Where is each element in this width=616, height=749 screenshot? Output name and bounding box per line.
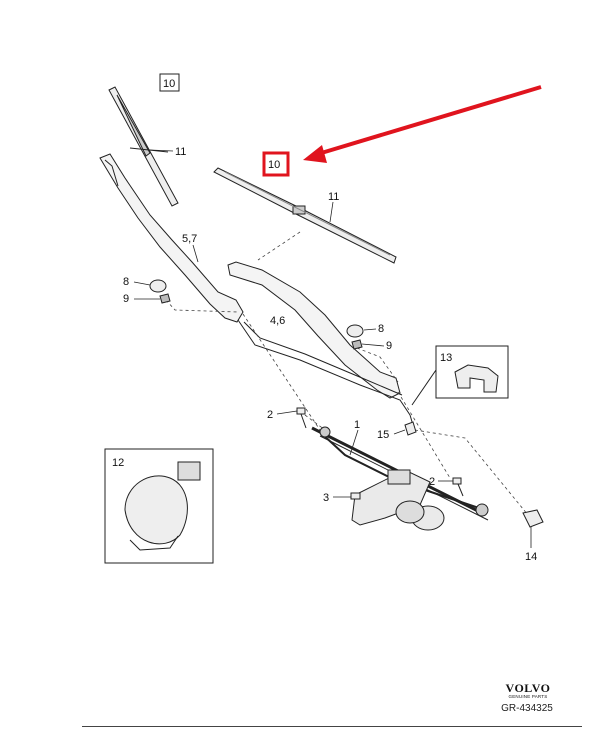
cap-8-left: [149, 279, 167, 293]
callout-box-10-highlight: [262, 151, 290, 177]
callout-8-right: 8: [378, 323, 384, 335]
bolt-2-right: [452, 477, 462, 485]
callout-15: 15: [377, 429, 389, 441]
callout-3: 3: [323, 492, 329, 504]
bolt-3: [350, 492, 361, 500]
diagram-reference: GR-434325: [501, 703, 553, 714]
callout-11-left: 11: [175, 146, 186, 158]
wiper-arm-left: [99, 153, 244, 323]
small-parts: [149, 279, 544, 528]
detail-box-13: [411, 345, 509, 406]
nut-9-left: [159, 293, 171, 304]
callout-10-top: 10: [163, 78, 175, 90]
callout-2-right: 2: [429, 476, 435, 488]
callout-11-center: 11: [328, 191, 339, 203]
volvo-logo: VOLVO: [505, 681, 551, 695]
callout-10-highlight: 10: [268, 159, 280, 171]
callout-box-10-top: [159, 73, 180, 92]
label-leaders: [133, 149, 532, 548]
highlight-arrow: [303, 85, 542, 163]
callout-9-left: 9: [123, 293, 129, 305]
connector-15: [404, 421, 417, 436]
callout-14: 14: [525, 551, 537, 563]
footer-divider: [82, 726, 582, 727]
bolt-2-left: [296, 407, 306, 415]
callout-4-6: 4,6: [270, 315, 285, 327]
wiper-motor: [319, 426, 489, 531]
nut-9-right: [351, 339, 363, 350]
callout-12: 12: [112, 457, 124, 469]
wiper-arm-right: [227, 261, 401, 399]
wiper-blade-center: [213, 167, 397, 264]
callout-5-7: 5,7: [182, 233, 197, 245]
dashed-leaders: [165, 231, 529, 516]
clip-14: [522, 509, 544, 528]
wiper-blade-left: [108, 86, 179, 207]
callout-13: 13: [440, 352, 452, 364]
callout-1: 1: [354, 419, 360, 431]
cap-8-right: [346, 324, 364, 338]
callout-8-left: 8: [123, 276, 129, 288]
detail-box-12: [104, 448, 214, 564]
callout-2-left: 2: [267, 409, 273, 421]
callout-9-right: 9: [386, 340, 392, 352]
brand-subtitle: GENUINE PARTS: [508, 694, 548, 699]
